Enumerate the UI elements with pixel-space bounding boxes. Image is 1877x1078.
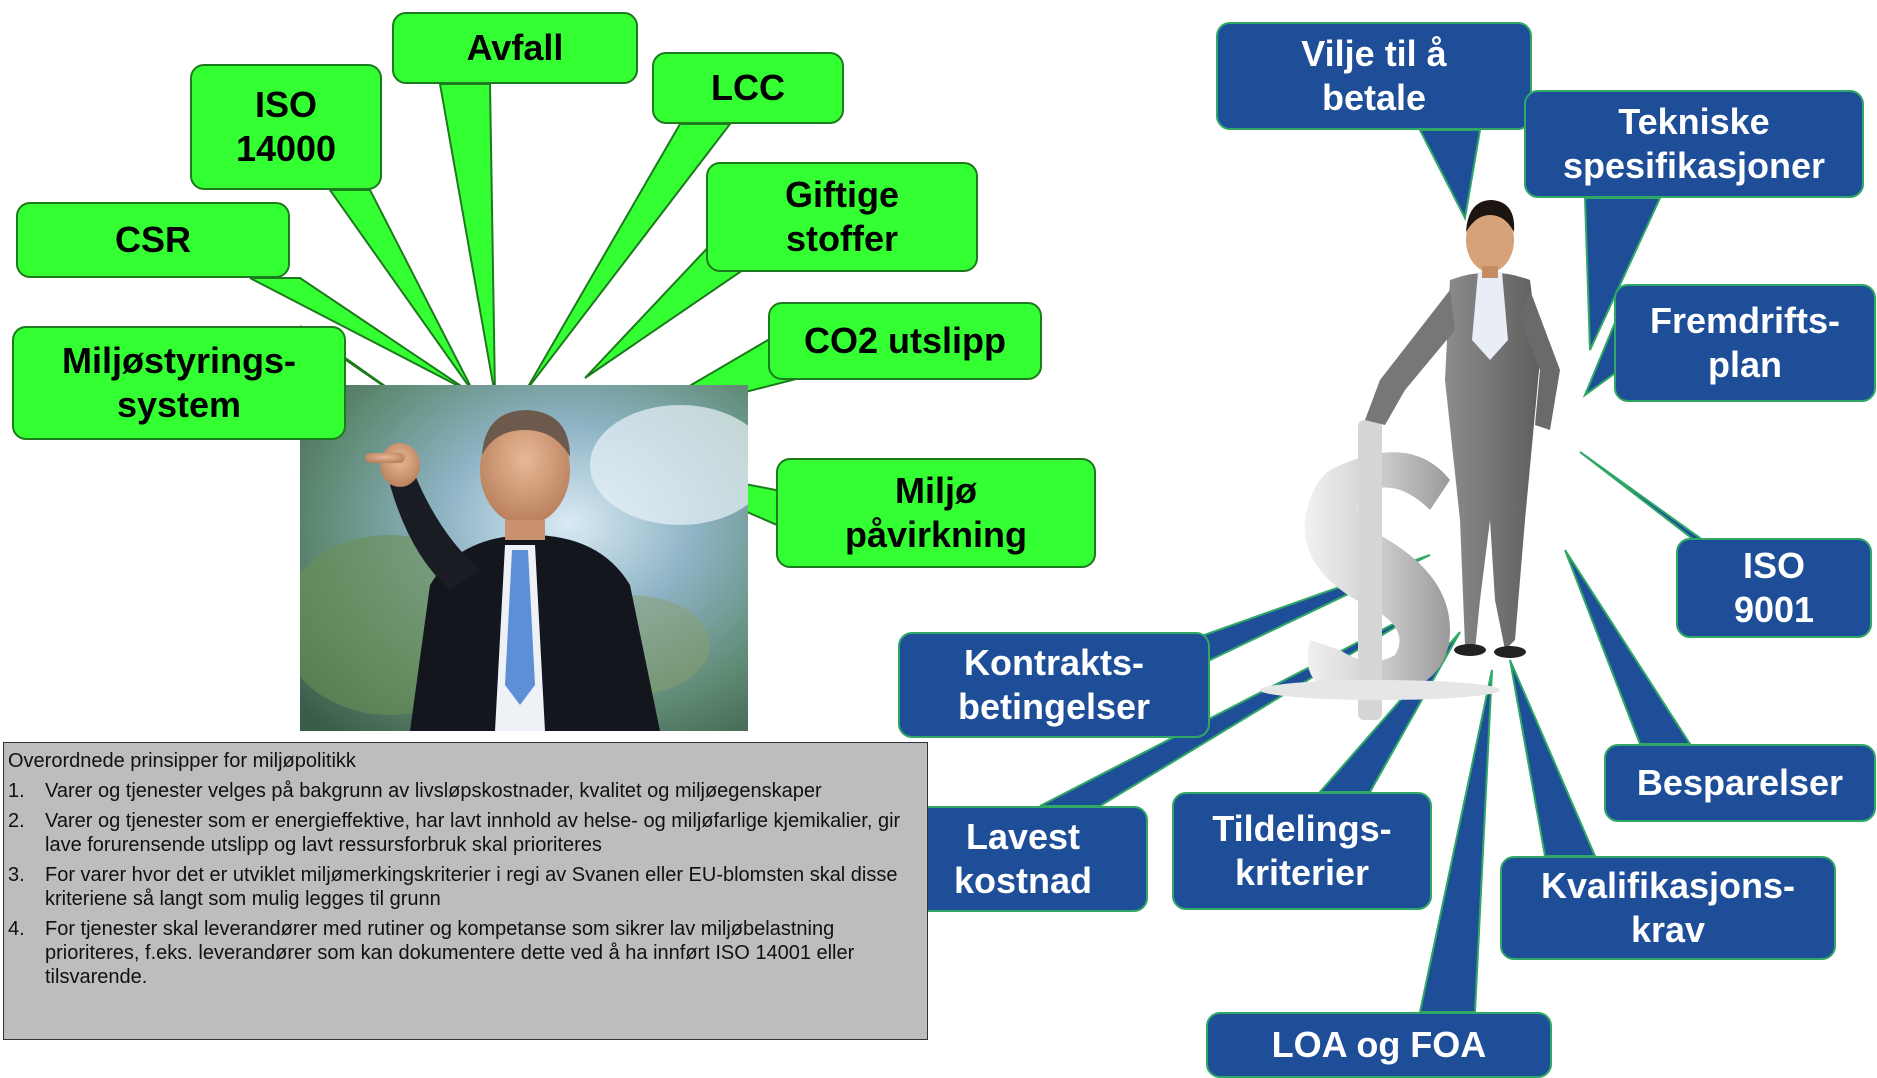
bubble-besparelser: Besparelser	[1604, 744, 1876, 822]
bubble-kontraktsbetingelser: Kontrakts- betingelser	[898, 632, 1210, 738]
tail-avfall	[438, 83, 496, 396]
bubble-tekniske-spesifikasjoner: Tekniske spesifikasjoner	[1524, 90, 1864, 198]
bubble-csr: CSR	[16, 202, 290, 278]
bubble-kvalifikasjonskrav: Kvalifikasjons- krav	[1500, 856, 1836, 960]
bubble-miljostyringssystem: Miljøstyrings- system	[12, 326, 346, 440]
bubble-tildelingskriterier: Tildelings- kriterier	[1172, 792, 1432, 910]
policy-item-text: Varer og tjenester som er energieffektiv…	[45, 810, 901, 856]
bubble-avfall: Avfall	[392, 12, 638, 84]
policy-item-number: 3.	[8, 864, 25, 886]
policy-item: 2. Varer og tjenester som er energieffek…	[8, 809, 923, 857]
bubble-fremdriftsplan: Fremdrifts- plan	[1614, 284, 1876, 402]
policy-item-text: Varer og tjenester velges på bakgrunn av…	[45, 780, 822, 802]
policy-item-number: 1.	[8, 780, 25, 802]
bubble-lcc: LCC	[652, 52, 844, 124]
policy-item-number: 4.	[8, 918, 25, 940]
tail-tekniske	[1583, 197, 1662, 351]
policy-item: 1. Varer og tjenester velges på bakgrunn…	[8, 779, 923, 803]
policy-item-number: 2.	[8, 810, 25, 832]
policy-item: 3. For varer hvor det er utviklet miljøm…	[8, 863, 923, 911]
tail-lcc	[524, 123, 733, 393]
tail-iso14000	[328, 189, 476, 396]
tail-kvalifikasjon	[1509, 659, 1597, 857]
tail-csr	[249, 277, 471, 393]
tail-vilje	[1418, 129, 1482, 222]
tail-besparelser	[1564, 549, 1692, 745]
bubble-loa-og-foa: LOA og FOA	[1206, 1012, 1552, 1078]
bubble-miljo-pavirkning: Miljø påvirkning	[776, 458, 1096, 568]
policy-item: 4. For tjenester skal leverandører med r…	[8, 917, 923, 989]
bubble-vilje-til-a-betale: Vilje til å betale	[1216, 22, 1532, 130]
bubble-co2-utslipp: CO2 utslipp	[768, 302, 1042, 380]
bubble-iso-9001: ISO 9001	[1676, 538, 1872, 638]
policy-item-text: For tjenester skal leverandører med ruti…	[45, 918, 855, 988]
tail-kontrakt	[1188, 554, 1431, 662]
policy-heading: Overordnede prinsipper for miljøpolitikk	[8, 750, 356, 772]
bubble-giftige-stoffer: Giftige stoffer	[706, 162, 978, 272]
bubble-lavest-kostnad: Lavest kostnad	[898, 806, 1148, 912]
policy-item-text: For varer hvor det er utviklet miljømerk…	[45, 864, 898, 910]
speaker-photo	[300, 385, 748, 731]
speaker-illustration	[300, 385, 748, 731]
bubble-iso-14000: ISO 14000	[190, 64, 382, 190]
policy-textbox: Overordnede prinsipper for miljøpolitikk…	[3, 742, 928, 1040]
